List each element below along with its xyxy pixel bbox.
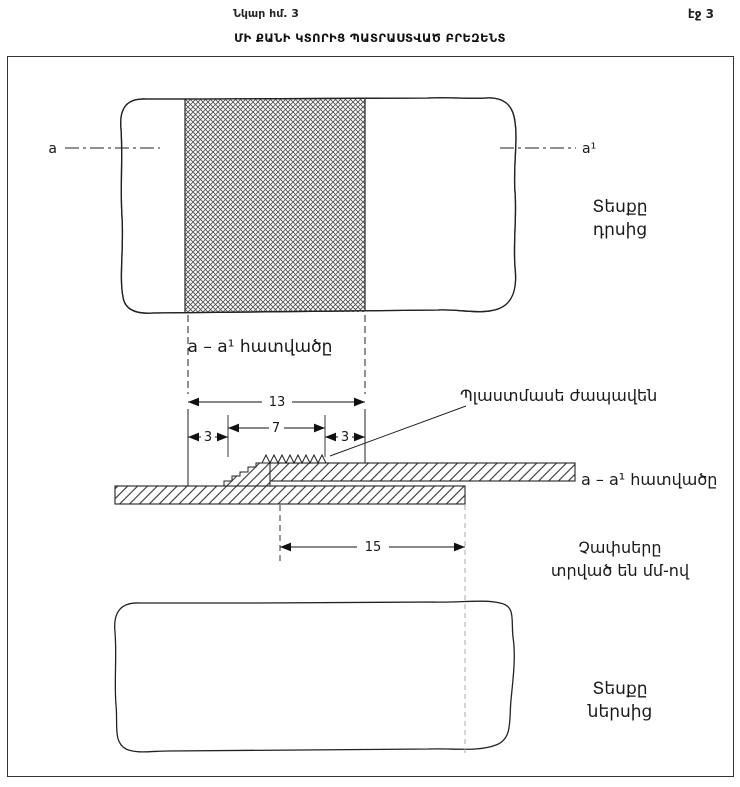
dim3-left-label: 3 — [204, 430, 212, 445]
dim15-label-bg — [357, 538, 389, 555]
fabric-outline-bottom — [114, 600, 515, 753]
view-inside-label-line1: Տեսքը — [592, 679, 647, 699]
view-outside-label-line1: Տեսքը — [592, 197, 647, 217]
figure-caption: Նկար հմ. 3 — [233, 7, 299, 20]
section-title-label: a – a¹ հատվածը — [188, 337, 333, 357]
diagram-canvas: a a¹ Տեսքը դրսից a – a¹ հատվածը 13 — [48, 97, 717, 754]
stepped-seam — [223, 462, 271, 487]
page-number: էջ 3 — [687, 7, 714, 21]
tape-callout-leader — [329, 405, 467, 457]
units-note-line1: Չափսերը — [578, 538, 661, 557]
section-right-label: a – a¹ հատվածը — [581, 470, 717, 489]
dim3-right-label: 3 — [341, 430, 349, 445]
dim15-label: 15 — [365, 540, 382, 555]
dim7-label-bg — [269, 420, 284, 436]
upper-fabric-layer — [269, 462, 576, 482]
axis-label-a1: a¹ — [582, 141, 596, 157]
cross-section: a – a¹ հատվածը — [114, 453, 717, 505]
dimension-group: a – a¹ հատվածը 13 7 3 3 Պլաստմասե ժապ — [187, 315, 657, 486]
dim3-left-label-bg — [201, 429, 215, 444]
dim3-right-label-bg — [338, 429, 352, 444]
document-title: ՄԻ ՔԱՆԻ ԿՏՈՐԻՑ ՊԱՏՐԱՍՏՎԱԾ ԲՐԵԶԵՆՏ — [234, 31, 506, 45]
lower-fabric-layer — [114, 485, 466, 505]
units-note-line2: տրված են մմ-ով — [551, 561, 690, 580]
overlap-dimension: 15 Չափսերը տրված են մմ-ով — [279, 505, 690, 580]
diagram-frame: a a¹ Տեսքը դրսից a – a¹ հատվածը 13 — [7, 56, 734, 777]
bottom-view-inside: Տեսքը ներսից — [114, 505, 653, 754]
dim13-label: 13 — [269, 395, 286, 410]
top-view-outside: a a¹ Տեսքը դրսից — [48, 97, 648, 314]
plastic-tape-serration — [261, 453, 330, 465]
view-outside-label-line2: դրսից — [593, 220, 647, 240]
dim13-label-bg — [262, 393, 292, 410]
fabric-outline-top-stroke — [120, 97, 517, 314]
axis-label-a: a — [48, 141, 57, 157]
crosshatch-patch-area — [185, 99, 365, 312]
view-inside-label-line2: ներսից — [587, 702, 653, 722]
tape-callout-label: Պլաստմասե ժապավեն — [460, 386, 657, 405]
dim7-label: 7 — [272, 421, 280, 436]
